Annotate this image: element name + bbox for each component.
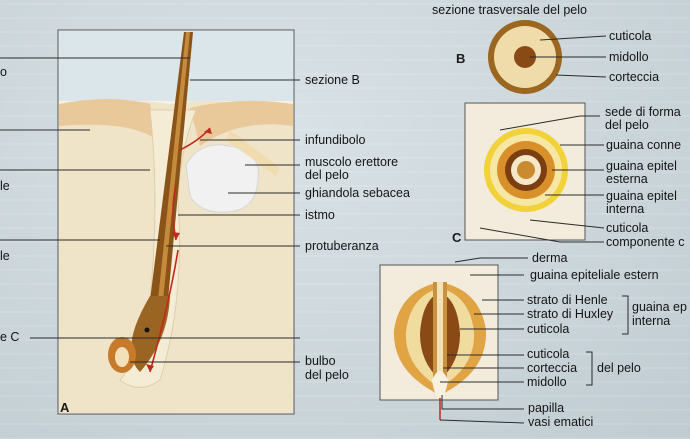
label-pelo-midollo: midollo — [527, 375, 567, 389]
label-cuticola-inner: cuticola — [527, 322, 570, 336]
left-fragment-3: le — [0, 179, 10, 193]
label-sezione-b: sezione B — [305, 73, 360, 87]
longsec-medulla — [437, 282, 443, 382]
label-c-8: cuticola — [606, 221, 649, 235]
panel-b-title: sezione trasversale del pelo — [432, 3, 587, 17]
label-del-pelo: del pelo — [597, 361, 641, 375]
label-c-1: sede di forma — [605, 105, 681, 119]
label-papilla: papilla — [528, 401, 565, 415]
label-vasi-ematici: vasi ematici — [528, 415, 594, 429]
hair-shaft-highlight — [158, 32, 190, 300]
label-guaina-esterna: guaina epiteliale estern — [530, 268, 659, 282]
epidermis-right — [190, 100, 293, 146]
left-fragment-1: o — [0, 65, 7, 79]
label-bulbo-2: del pelo — [305, 368, 349, 382]
label-c-9: componente c — [606, 235, 685, 249]
label-c-4: guaina epitel — [606, 159, 677, 173]
label-c-5: esterna — [606, 172, 648, 186]
label-derma: derma — [532, 251, 568, 265]
label-pelo-cuticola: cuticola — [527, 347, 570, 361]
label-ghiandola: ghiandola sebacea — [305, 186, 410, 200]
label-muscolo-2: del pelo — [305, 168, 349, 182]
label-b-cuticola: cuticola — [609, 29, 652, 43]
section-c-dot — [144, 327, 150, 333]
label-protuberanza: protuberanza — [305, 239, 379, 253]
panel-a-top-region — [59, 31, 293, 101]
label-c-3: guaina conne — [606, 138, 682, 152]
left-fragment-6: e C — [0, 330, 20, 344]
label-guaina-group-1: guaina ep — [632, 300, 687, 314]
dermal-papilla — [115, 347, 129, 367]
hair-root — [131, 296, 170, 372]
label-bulbo-1: bulbo — [305, 354, 336, 368]
sebaceous-gland — [185, 144, 259, 213]
panel-b-letter: B — [456, 51, 466, 66]
label-huxley: strato di Huxley — [527, 307, 614, 321]
label-b-midollo: midollo — [609, 50, 649, 64]
label-istmo: istmo — [305, 208, 335, 222]
left-fragment-5: le — [0, 249, 10, 263]
label-pelo-corteccia: corteccia — [527, 361, 578, 375]
label-muscolo-1: muscolo erettore — [305, 155, 399, 169]
panel-a-letter: A — [60, 400, 70, 415]
label-b-corteccia: corteccia — [609, 70, 660, 84]
label-c-7: interna — [606, 202, 645, 216]
epidermis-left — [59, 99, 157, 140]
cross-section-medulla — [514, 46, 536, 68]
panel-c-letter: C — [452, 230, 462, 245]
ring-medulla — [517, 161, 535, 179]
label-c-2: del pelo — [605, 118, 649, 132]
label-infundibolo: infundibolo — [305, 133, 366, 147]
longsec-papilla — [432, 371, 448, 400]
label-c-6: guaina epitel — [606, 189, 677, 203]
label-guaina-group-2: interna — [632, 314, 671, 328]
label-henle: strato di Henle — [527, 293, 608, 307]
